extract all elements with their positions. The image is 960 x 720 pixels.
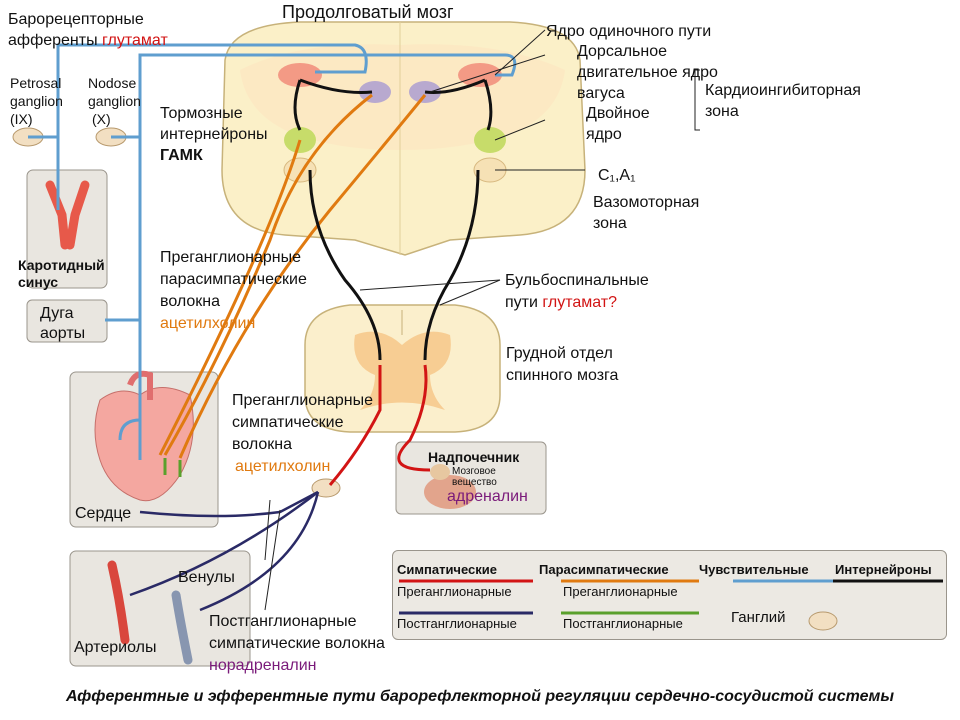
baroreceptor-glutamate: глутамат <box>102 32 168 49</box>
cardioinhibitory-2: зона <box>705 103 739 120</box>
pre-sym-1: Преганглионарные <box>232 392 374 409</box>
post-sym-1: Постганглионарные <box>209 613 357 630</box>
ambiguus-1: Двойное <box>586 105 650 122</box>
dmnv-1: Дорсальное <box>577 43 668 60</box>
legend-post-2: Постганглионарные <box>563 616 683 631</box>
petrosal-1: Petrosal <box>10 75 62 91</box>
figure-caption: Афферентные и эфферентные пути барорефле… <box>65 688 895 705</box>
venules-label: Венулы <box>178 569 235 586</box>
nts-label: Ядро одиночного пути <box>546 23 712 40</box>
aortic-arch-1: Дуга <box>40 305 74 322</box>
pre-sym-2: симпатические <box>232 414 344 431</box>
interneuron-fibers <box>293 78 493 361</box>
pre-parasym-1: Преганглионарные <box>160 249 302 266</box>
post-sym-na: норадреналин <box>209 657 317 674</box>
heart-label: Сердце <box>75 505 132 522</box>
adrenal-medulla-1: Мозговое <box>452 466 496 477</box>
bulbospinal-glutamate: глутамат? <box>542 294 618 311</box>
vasomotor-2: зона <box>593 215 627 232</box>
postganglionic-fibers <box>129 490 320 612</box>
nodose-3: (X) <box>92 111 111 127</box>
legend-sensory: Чувствительные <box>699 562 809 577</box>
adrenal-medulla-2: вещество <box>452 477 497 488</box>
pre-parasym-3: волокна <box>160 293 221 310</box>
pre-parasym-ach: ацетилхолин <box>160 315 256 332</box>
nodose-1: Nodose <box>88 75 137 91</box>
pre-parasym-2: парасимпатические <box>160 271 307 288</box>
arterioles-label: Артериолы <box>74 639 157 656</box>
baroreceptor-label-2: афференты глутамат <box>8 31 168 51</box>
baroreceptor-afferents: афференты <box>8 32 98 49</box>
ambiguus-2: ядро <box>586 126 622 143</box>
c1a1-label: C₁,A₁ <box>598 167 636 184</box>
legend-lines <box>399 579 943 631</box>
carotid-sinus-1: Каротидный <box>18 257 105 273</box>
bulbospinal-1: Бульбоспинальные <box>505 272 649 289</box>
bulbospinal-2: пути глутамат? <box>505 293 617 313</box>
inhibitory-gaba: ГАМК <box>160 147 203 164</box>
parasympathetic-fibers <box>158 93 427 459</box>
dmnv-3: вагуса <box>577 85 625 102</box>
pre-sym-ach: ацетилхолин <box>235 458 331 475</box>
legend-sympathetic: Симпатические <box>397 562 498 577</box>
legend-parasympathetic: Парасимпатические <box>539 562 669 577</box>
legend-interneurons: Интернейроны <box>835 562 932 577</box>
thoracic-1: Грудной отдел <box>506 345 613 362</box>
inhibitory-2: интернейроны <box>160 126 268 143</box>
petrosal-2: ganglion <box>10 93 63 109</box>
nodose-2: ganglion <box>88 93 141 109</box>
carotid-sinus-2: синус <box>18 274 59 290</box>
vasomotor-1: Вазомоторная <box>593 194 700 211</box>
legend: Симпатические Парасимпатические Чувствит… <box>392 550 947 640</box>
adrenal-title: Надпочечник <box>428 449 520 465</box>
thoracic-2: спинного мозга <box>506 367 619 384</box>
baroreceptor-label-1: Барорецепторные <box>8 11 144 28</box>
inhibitory-1: Тормозные <box>160 105 243 122</box>
adrenal-adrenaline: адреналин <box>447 488 528 505</box>
cardioinhibitory-1: Кардиоингибиторная <box>705 82 861 99</box>
bulbospinal-paths: пути <box>505 294 538 311</box>
page-title: Продолговатый мозг <box>282 2 454 22</box>
pre-sym-3: волокна <box>232 436 293 453</box>
petrosal-3: (IX) <box>10 111 33 127</box>
post-sym-2: симпатические волокна <box>209 635 385 652</box>
sensory-fibers <box>28 43 517 460</box>
legend-pre-2: Преганглионарные <box>563 584 678 599</box>
legend-pre-1: Преганглионарные <box>397 584 512 599</box>
sympathetic-fibers <box>328 364 431 486</box>
aortic-arch-2: аорты <box>40 325 86 342</box>
legend-post-1: Постганглионарные <box>397 616 517 631</box>
legend-ganglion: Ганглий <box>731 609 786 626</box>
dmnv-2: двигательное ядро <box>577 64 718 81</box>
